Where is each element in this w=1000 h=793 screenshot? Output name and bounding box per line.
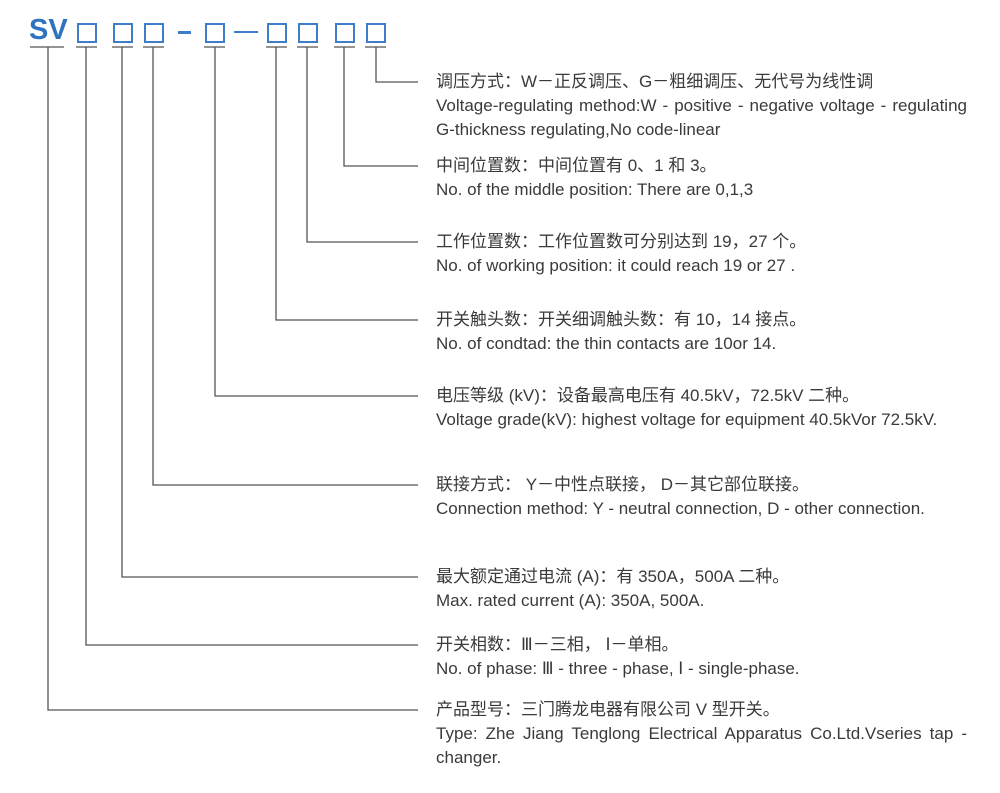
desc-connection-method: 联接方式： Y－中性点联接， D－其它部位联接。 Connection meth… [436, 473, 967, 521]
desc-contacts: 开关触头数：开关细调触头数：有 10，14 接点。 No. of condtad… [436, 308, 967, 356]
desc-cn: 开关触头数：开关细调触头数：有 10，14 接点。 [436, 310, 807, 329]
code-dash [178, 31, 191, 34]
desc-voltage-grade: 电压等级 (kV)：设备最高电压有 40.5kV，72.5kV 二种。 Volt… [436, 384, 967, 432]
desc-en: Voltage grade(kV): highest voltage for e… [436, 410, 938, 429]
desc-cn: 最大额定通过电流 (A)：有 350A，500A 二种。 [436, 567, 790, 586]
desc-working-positions: 工作位置数：工作位置数可分别达到 19，27 个。 No. of working… [436, 230, 967, 278]
code-slot-contacts [267, 23, 287, 43]
desc-cn: 调压方式：W－正反调压、G－粗细调压、无代号为线性调 [436, 72, 874, 91]
desc-regulating-method: 调压方式：W－正反调压、G－粗细调压、无代号为线性调 Voltage-regul… [436, 70, 967, 142]
model-code-prefix: SV [29, 14, 68, 46]
code-slot-regulating-method [366, 23, 386, 43]
desc-cn: 产品型号：三门腾龙电器有限公司 V 型开关。 [436, 700, 780, 719]
desc-en: Voltage-regulating method:W - positive -… [436, 96, 967, 139]
desc-en: No. of phase: Ⅲ - three - phase, Ⅰ - sin… [436, 659, 800, 678]
desc-phase: 开关相数：Ⅲ－三相， Ⅰ－单相。 No. of phase: Ⅲ - three… [436, 633, 967, 681]
desc-en: No. of the middle position: There are 0,… [436, 180, 754, 199]
desc-middle-positions: 中间位置数：中间位置有 0、1 和 3。 No. of the middle p… [436, 154, 967, 202]
desc-rated-current: 最大额定通过电流 (A)：有 350A，500A 二种。 Max. rated … [436, 565, 967, 613]
desc-cn: 中间位置数：中间位置有 0、1 和 3。 [436, 156, 717, 175]
desc-en: No. of working position: it could reach … [436, 256, 796, 275]
desc-product-type: 产品型号：三门腾龙电器有限公司 V 型开关。 Type: Zhe Jiang T… [436, 698, 967, 770]
code-slot-middle-positions [335, 23, 355, 43]
code-slot-phase [77, 23, 97, 43]
desc-cn: 工作位置数：工作位置数可分别达到 19，27 个。 [436, 232, 807, 251]
desc-en: No. of condtad: the thin contacts are 10… [436, 334, 777, 353]
code-slot-connection [144, 23, 164, 43]
desc-cn: 联接方式： Y－中性点联接， D－其它部位联接。 [436, 475, 810, 494]
desc-cn: 电压等级 (kV)：设备最高电压有 40.5kV，72.5kV 二种。 [436, 386, 860, 405]
desc-en: Type: Zhe Jiang Tenglong Electrical Appa… [436, 724, 967, 767]
code-slot-current [113, 23, 133, 43]
desc-cn: 开关相数：Ⅲ－三相， Ⅰ－单相。 [436, 635, 679, 654]
code-long-dash [234, 31, 258, 33]
desc-en: Connection method: Y - neutral connectio… [436, 499, 925, 518]
code-slot-voltage [205, 23, 225, 43]
desc-en: Max. rated current (A): 350A, 500A. [436, 591, 705, 610]
code-slot-working-positions [298, 23, 318, 43]
